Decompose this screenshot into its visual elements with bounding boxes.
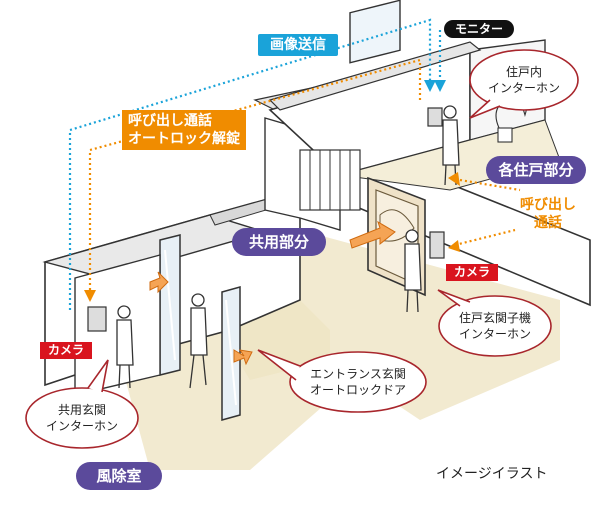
orange-arrowhead-1 [84, 290, 96, 302]
bubble-entrance-autolock [289, 351, 427, 413]
call-unlock-line2: オートロック解錠 [128, 131, 240, 147]
camera-right-text: カメラ [453, 265, 490, 279]
call-talk-line1: 呼び出し [520, 197, 576, 213]
call-unlock-line1: 呼び出し通話 [128, 113, 212, 129]
illustration-note: イメージイラスト [436, 466, 547, 483]
common-area-text: 共用部分 [248, 233, 309, 251]
orange-arrowhead-3 [448, 240, 460, 252]
bubble-indoor-intercom-text: 住戸内 インターホン [487, 65, 560, 95]
unit-window [349, 0, 401, 64]
person-door-front [404, 229, 422, 313]
windbreak-room-pill: 風除室 [76, 462, 162, 490]
each-unit-pill: 各住戸部分 [486, 156, 586, 184]
each-unit-text: 各住戸部分 [498, 161, 574, 179]
camera-tag-left: カメラ [40, 342, 92, 359]
monitor-label: モニター [444, 20, 514, 38]
entrance-glass-doors [159, 234, 241, 421]
door-intercom-panel [429, 231, 445, 259]
cyan-arrowhead-1 [424, 80, 436, 92]
person-windbreak [189, 293, 208, 389]
bubble-common-intercom [25, 387, 139, 449]
movement-arrow-entrance [233, 349, 253, 366]
bubble-door-intercom-text: 住戸玄関子機 インターホン [458, 311, 531, 341]
call-talk-line2: 通話 [534, 215, 562, 231]
cyan-arrowhead-2 [434, 80, 446, 92]
call-unlock-label: 呼び出し通話 オートロック解錠 [122, 110, 246, 150]
illustration-note-text: イメージイラスト [436, 466, 548, 482]
monitor-text: モニター [454, 22, 503, 36]
louver-panel [299, 149, 361, 211]
camera-tag-right: カメラ [446, 264, 498, 281]
image-transmission-path [68, 18, 442, 310]
call-talk-label: 呼び出し 通話 [520, 196, 576, 232]
person-common-intercom [116, 305, 134, 389]
bubble-entrance-autolock-text: エントランス玄関 オートロックドア [309, 367, 406, 397]
bubble-indoor-intercom [469, 49, 579, 111]
camera-left-text: カメラ [47, 343, 84, 357]
bubble-door-intercom [438, 295, 552, 357]
movement-arrow-windbreak [149, 271, 169, 294]
person-unit-indoor [442, 105, 460, 186]
windbreak-room-text: 風除室 [96, 467, 142, 485]
unit-top-ribbon [268, 41, 482, 111]
orange-arrowhead-2 [448, 172, 460, 186]
indoor-monitor-device [427, 107, 443, 127]
call-unlock-path [88, 58, 521, 300]
common-area-pill: 共用部分 [232, 228, 326, 256]
common-intercom-panel [87, 306, 107, 332]
image-transmission-label: 画像送信 [258, 34, 338, 56]
bubble-common-intercom-text: 共用玄関 インターホン [45, 403, 118, 433]
image-transmission-text: 画像送信 [270, 37, 326, 53]
movement-arrow-common [349, 220, 396, 249]
